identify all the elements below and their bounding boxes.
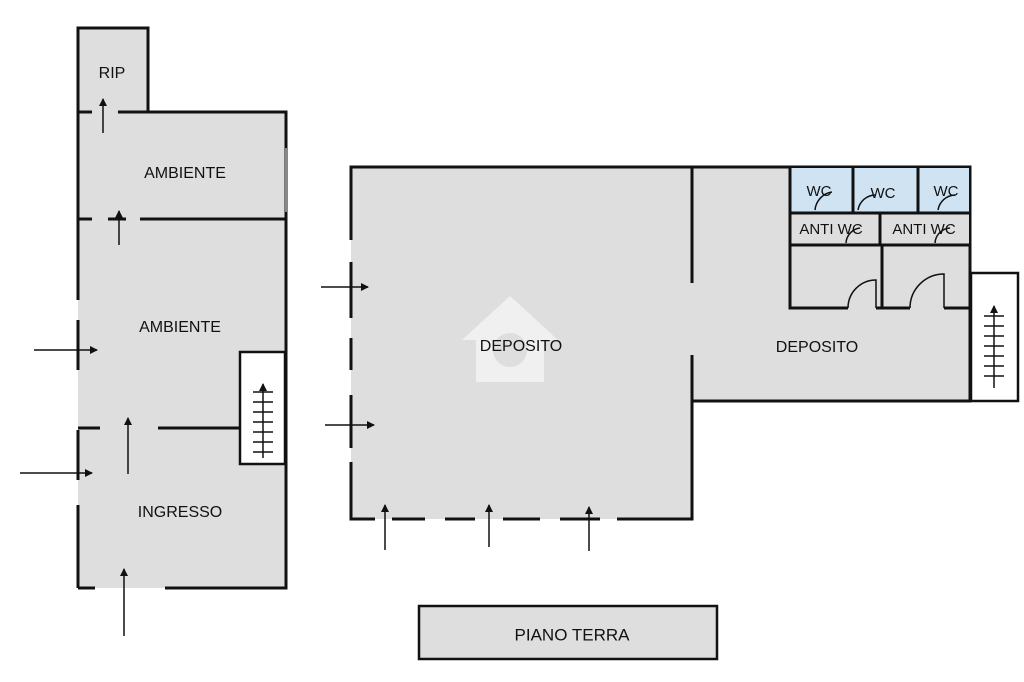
room-label-ambiente-lower: AMBIENTE: [139, 319, 221, 336]
room-label-wc-2: WC: [871, 185, 896, 202]
staircase-left: [238, 350, 287, 466]
plan-title-box: PIANO TERRA: [417, 604, 719, 661]
room-label-anti-wc-1: ANTI WC: [799, 221, 862, 238]
room-label-wc-3: WC: [934, 183, 959, 200]
room-label-ingresso: INGRESSO: [138, 504, 222, 521]
left-building: RIP AMBIENTE AMBIENTE INGRESSO: [76, 26, 288, 590]
staircase-right: [969, 271, 1020, 403]
room-label-ambiente-upper: AMBIENTE: [144, 165, 226, 182]
entry-arrows: [20, 98, 593, 636]
plan-title: PIANO TERRA: [515, 625, 631, 644]
right-building: WC WC WC ANTI WC ANTI WC DEPOSITO DEPOSI…: [349, 165, 1020, 521]
room-label-wc-1: WC: [807, 183, 832, 200]
watermark-logo: [462, 296, 558, 382]
room-label-deposito-main: DEPOSITO: [480, 338, 562, 355]
room-label-anti-wc-2: ANTI WC: [892, 221, 955, 238]
room-label-deposito-right: DEPOSITO: [776, 339, 858, 356]
wc-block: WC WC WC ANTI WC ANTI WC: [788, 167, 970, 310]
room-label-rip: RIP: [99, 65, 126, 82]
